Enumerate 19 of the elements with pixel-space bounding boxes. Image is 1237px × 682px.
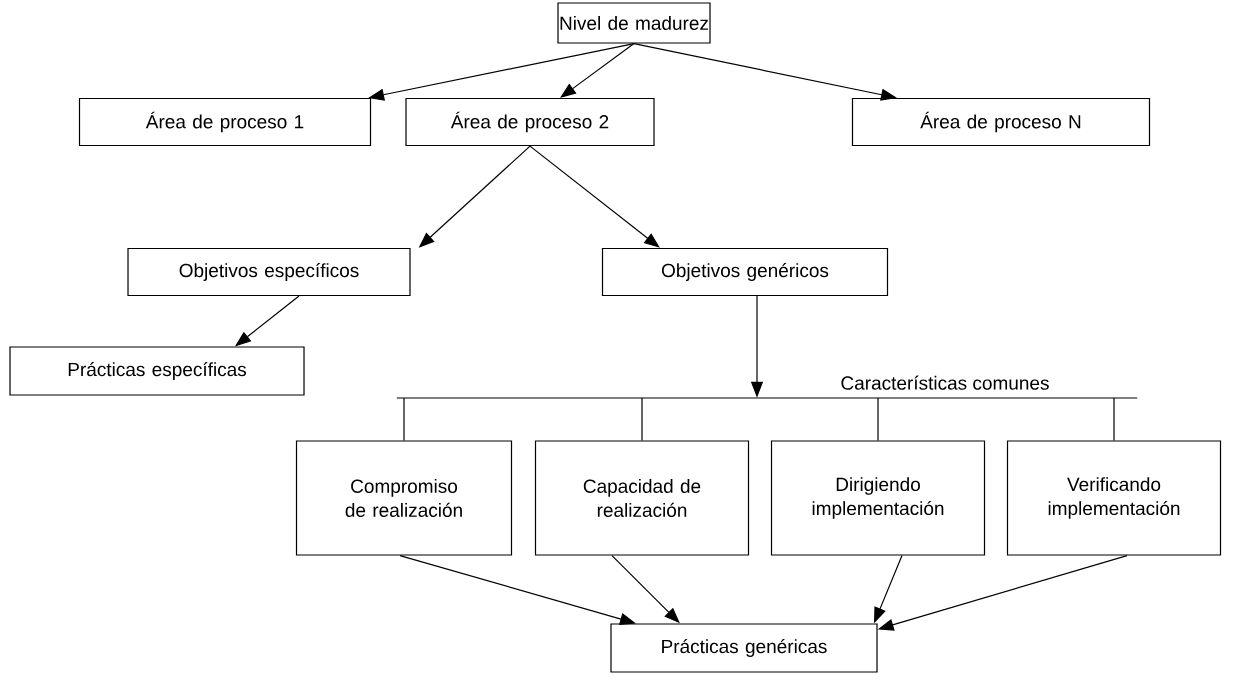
- connector-line: [641, 397, 643, 441]
- process-box: Compromiso de realización: [295, 440, 513, 556]
- process-box: Dirigiendo implementación: [770, 440, 986, 556]
- process-box: Objetivos específicos: [127, 247, 411, 297]
- process-box: Capacidad de realización: [534, 440, 750, 556]
- arrow: [560, 43, 635, 98]
- arrow: [529, 145, 660, 248]
- connector-line: [1113, 397, 1115, 441]
- process-box: Objetivos genéricos: [601, 247, 889, 297]
- process-box: Verificando implementación: [1006, 440, 1222, 556]
- process-box: Área de proceso 2: [405, 97, 655, 147]
- process-box: Prácticas genéricas: [610, 623, 878, 673]
- process-box: Área de proceso N: [851, 97, 1151, 147]
- connector-line: [877, 397, 879, 441]
- heading: Características comunes: [838, 373, 1052, 392]
- process-box: Nivel de madurez: [557, 2, 711, 44]
- connector-line: [403, 397, 405, 441]
- process-box: Área de proceso 1: [78, 97, 372, 147]
- process-box: Prácticas específicas: [9, 346, 305, 396]
